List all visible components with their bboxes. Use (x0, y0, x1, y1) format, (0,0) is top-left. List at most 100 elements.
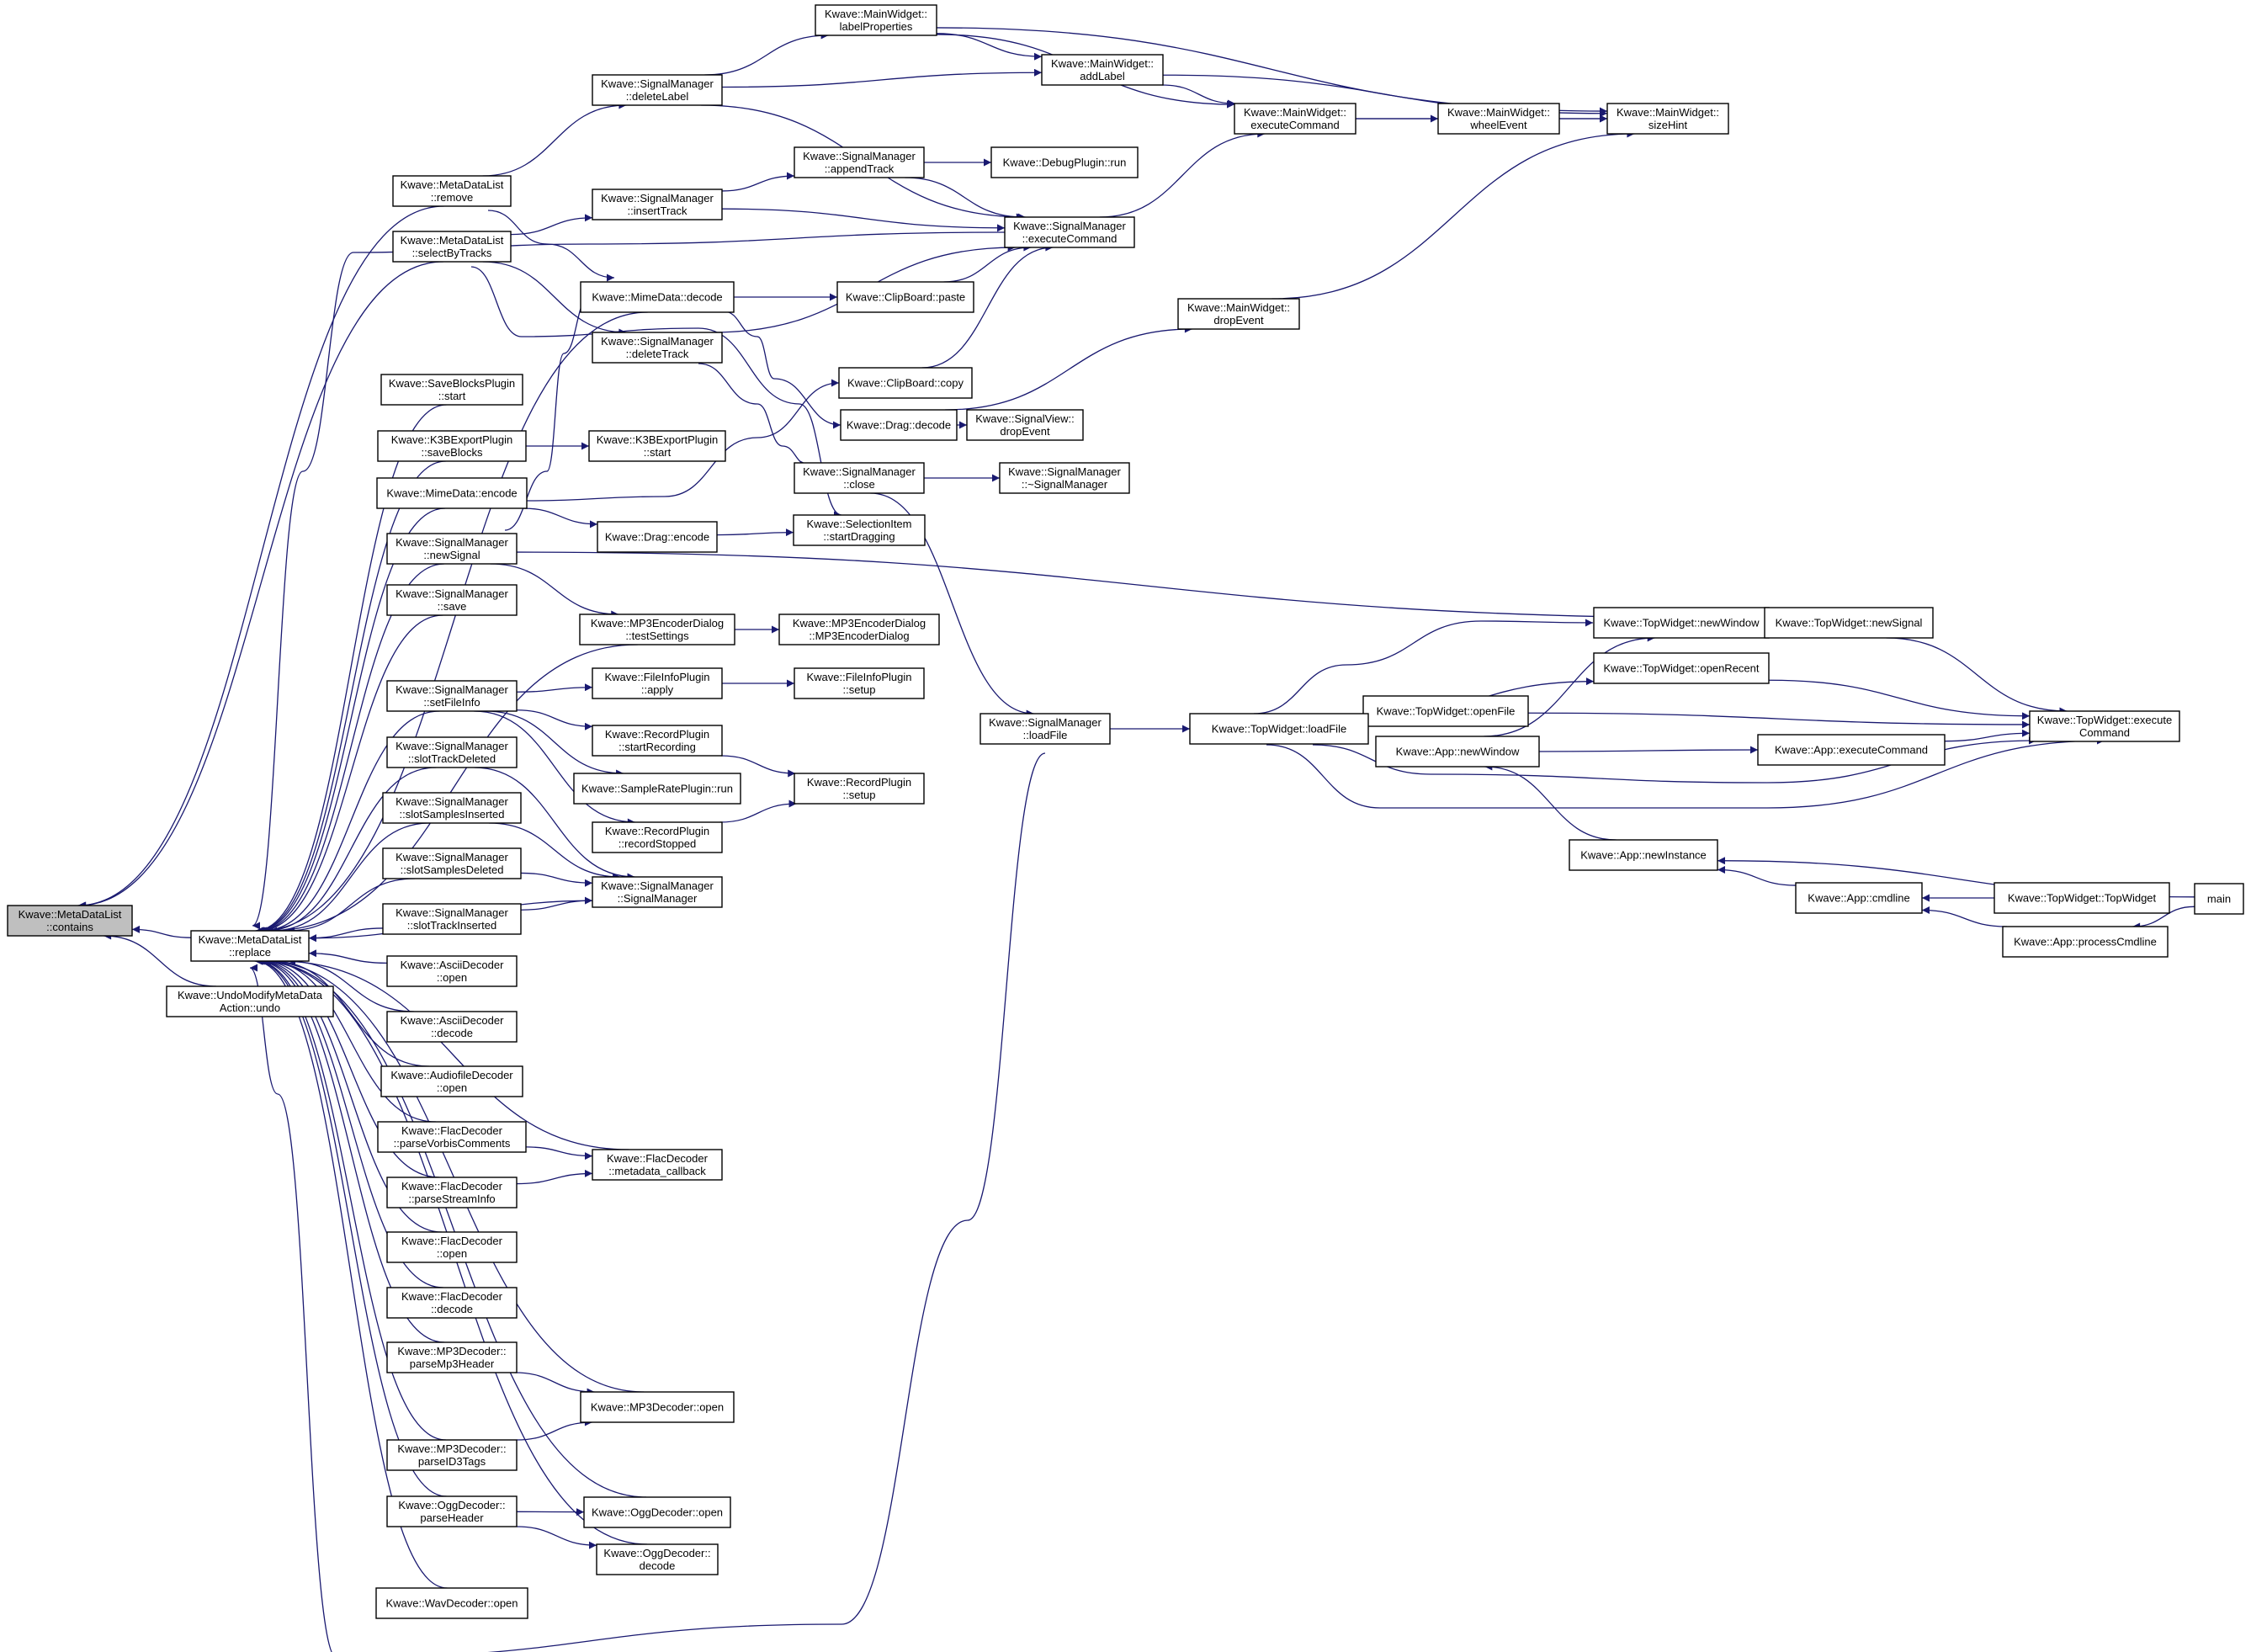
call-edge-flac_meta-to-mdl_replace (278, 957, 629, 1150)
node-sm-ctor[interactable]: Kwave::SignalManager::SignalManager (592, 876, 723, 908)
node-main[interactable]: main (2194, 883, 2244, 915)
node-clip-copy[interactable]: Kwave::ClipBoard::copy (838, 367, 973, 399)
node-sr-run[interactable]: Kwave::SampleRatePlugin::run (573, 773, 741, 805)
node-sm-deleteLabel[interactable]: Kwave::SignalManager::deleteLabel (592, 74, 723, 106)
node-drag-encode[interactable]: Kwave::Drag::encode (597, 521, 718, 553)
node-fi-apply[interactable]: Kwave::FileInfoPlugin::apply (592, 667, 723, 699)
node-mw-execCmd[interactable]: Kwave::MainWidget::executeCommand (1234, 103, 1356, 135)
node-box (592, 667, 723, 699)
node-tw-newWindow[interactable]: Kwave::TopWidget::newWindow (1593, 607, 1770, 639)
node-sm-slotSamplesInserted[interactable]: Kwave::SignalManager::slotSamplesInserte… (382, 792, 522, 824)
node-box (840, 409, 958, 441)
node-label-line: Kwave::SignalManager (989, 716, 1102, 729)
node-mw-drop[interactable]: Kwave::MainWidget::dropEvent (1177, 298, 1300, 330)
node-af-open[interactable]: Kwave::AudiofileDecoder::open (380, 1065, 523, 1097)
node-sm-save[interactable]: Kwave::SignalManager::save (386, 584, 518, 616)
node-mp3dlg-ctor[interactable]: Kwave::MP3EncoderDialog::MP3EncoderDialo… (778, 614, 940, 645)
node-clip-paste[interactable]: Kwave::ClipBoard::paste (836, 281, 974, 313)
node-sm-deleteTrack[interactable]: Kwave::SignalManager::deleteTrack (592, 332, 723, 364)
node-sm-slotTrackInserted[interactable]: Kwave::SignalManager::slotTrackInserted (382, 903, 522, 935)
node-tw-loadFile[interactable]: Kwave::TopWidget::loadFile (1189, 713, 1369, 745)
node-mw-labelProps[interactable]: Kwave::MainWidget::labelProperties (815, 4, 937, 36)
node-box (386, 1177, 518, 1208)
node-ascii-decode[interactable]: Kwave::AsciiDecoder::decode (386, 1011, 518, 1043)
node-tw-execCmd[interactable]: Kwave::TopWidget::executeCommand (2029, 710, 2180, 742)
node-sm-execCmd[interactable]: Kwave::SignalManager::executeCommand (1004, 216, 1135, 248)
node-mp3-header[interactable]: Kwave::MP3Decoder::parseMp3Header (386, 1341, 518, 1373)
node-sm-close[interactable]: Kwave::SignalManager::close (794, 462, 925, 494)
node-flac-meta[interactable]: Kwave::FlacDecoder::metadata_callback (592, 1149, 723, 1181)
node-flac-stream[interactable]: Kwave::FlacDecoder::parseStreamInfo (386, 1177, 518, 1208)
node-mdl-remove[interactable]: Kwave::MetaDataList::remove (392, 175, 512, 207)
call-edge-sm_deleteLabel-to-mw_labelProps (704, 31, 829, 76)
call-edge-tw_openFile-to-tw_execCmd (1527, 712, 2031, 729)
node-mw-wheel[interactable]: Kwave::MainWidget::wheelEvent (1437, 103, 1560, 135)
call-edge-sm_execCmd-to-mdl_replace (252, 231, 1006, 930)
node-mp3-open[interactable]: Kwave::MP3Decoder::open (580, 1391, 735, 1423)
node-box (583, 1496, 731, 1528)
node-tw-openFile[interactable]: Kwave::TopWidget::openFile (1362, 695, 1529, 727)
node-label-line: Kwave::SaveBlocksPlugin (389, 377, 515, 390)
node-fi-setup[interactable]: Kwave::FileInfoPlugin::setup (794, 667, 925, 699)
node-app-cmdline[interactable]: Kwave::App::cmdline (1795, 882, 1923, 914)
call-edge-app_newWindow-to-tw_newWindow (1484, 634, 1655, 737)
node-k3b-start[interactable]: Kwave::K3BExportPlugin::start (588, 430, 726, 462)
node-sm-newSignal[interactable]: Kwave::SignalManager::newSignal (386, 533, 518, 565)
node-ascii-open[interactable]: Kwave::AsciiDecoder::open (386, 955, 518, 987)
node-rec-stopped[interactable]: Kwave::RecordPlugin::recordStopped (592, 821, 723, 853)
node-flac-open[interactable]: Kwave::FlacDecoder::open (386, 1231, 518, 1263)
node-mdl-select[interactable]: Kwave::MetaDataList::selectByTracks (392, 231, 512, 263)
node-tw-ctor[interactable]: Kwave::TopWidget::TopWidget (1994, 882, 2170, 914)
call-edge-flac_decode-to-mdl_replace (258, 957, 443, 1288)
node-k3b-save[interactable]: Kwave::K3BExportPlugin::saveBlocks (377, 430, 527, 462)
node-box (386, 1287, 518, 1319)
node-ogg-header[interactable]: Kwave::OggDecoder::parseHeader (386, 1495, 518, 1527)
node-sm-appendTrack[interactable]: Kwave::SignalManager::appendTrack (794, 146, 925, 178)
node-contains[interactable]: Kwave::MetaDataList::contains (7, 905, 133, 937)
node-mp3dlg-test[interactable]: Kwave::MP3EncoderDialog::testSettings (579, 614, 735, 645)
node-flac-decode[interactable]: Kwave::FlacDecoder::decode (386, 1287, 518, 1319)
node-label-line: Kwave::TopWidget::loadFile (1212, 723, 1346, 736)
node-app-newWindow[interactable]: Kwave::App::newWindow (1375, 736, 1540, 768)
node-label-line: Kwave::SignalManager (1008, 465, 1121, 478)
node-sel-drag[interactable]: Kwave::SelectionItem::startDragging (793, 514, 926, 546)
node-flac-vorbis[interactable]: Kwave::FlacDecoder::parseVorbisComments (377, 1121, 527, 1153)
node-mime-encode[interactable]: Kwave::MimeData::encode (376, 477, 528, 509)
node-drag-decode[interactable]: Kwave::Drag::decode (840, 409, 958, 441)
node-label-line: Kwave::SignalManager (601, 879, 714, 892)
node-label-line: ::SignalManager (618, 892, 698, 905)
node-sv-drop[interactable]: Kwave::SignalView::dropEvent (966, 409, 1084, 441)
node-mw-addLabel[interactable]: Kwave::MainWidget::addLabel (1041, 54, 1164, 86)
node-tw-newSignal[interactable]: Kwave::TopWidget::newSignal (1764, 607, 1934, 639)
node-box (1569, 839, 1718, 871)
call-edge-sm_deleteLabel-to-mw_addLabel (721, 68, 1043, 88)
node-sm-setFileInfo[interactable]: Kwave::SignalManager::setFileInfo (386, 680, 518, 712)
node-app-execCmd[interactable]: Kwave::App::executeCommand (1757, 734, 1946, 766)
node-rec-setup[interactable]: Kwave::RecordPlugin::setup (794, 773, 925, 805)
node-app-processCmd[interactable]: Kwave::App::processCmdline (2002, 926, 2169, 958)
node-sm-slotTrackDeleted[interactable]: Kwave::SignalManager::slotTrackDeleted (386, 736, 518, 768)
node-label-line: Kwave::MainWidget:: (1244, 106, 1346, 119)
node-sbp-start[interactable]: Kwave::SaveBlocksPlugin::start (380, 374, 523, 406)
node-debug-run[interactable]: Kwave::DebugPlugin::run (990, 146, 1139, 178)
node-box (592, 725, 723, 757)
node-sm-loadFile[interactable]: Kwave::SignalManager::loadFile (980, 713, 1111, 745)
node-sm-dtor[interactable]: Kwave::SignalManager::~SignalManager (999, 462, 1130, 494)
node-rec-start[interactable]: Kwave::RecordPlugin::startRecording (592, 725, 723, 757)
node-label-line: executeCommand (1250, 119, 1340, 131)
node-mw-sizeHint[interactable]: Kwave::MainWidget::sizeHint (1606, 103, 1729, 135)
node-sm-slotSamplesDeleted[interactable]: Kwave::SignalManager::slotSamplesDeleted (382, 847, 522, 879)
node-ogg-open[interactable]: Kwave::OggDecoder::open (583, 1496, 731, 1528)
node-sm-insertTrack[interactable]: Kwave::SignalManager::insertTrack (592, 189, 723, 220)
node-app-newInstance[interactable]: Kwave::App::newInstance (1569, 839, 1718, 871)
node-mdl-replace[interactable]: Kwave::MetaDataList::replace (190, 930, 310, 962)
node-label-line: ::testSettings (625, 629, 689, 642)
node-mime-decode[interactable]: Kwave::MimeData::decode (580, 281, 735, 313)
node-ogg-decode[interactable]: Kwave::OggDecoder::decode (596, 1543, 719, 1575)
node-box (1593, 652, 1770, 684)
node-mp3-id3[interactable]: Kwave::MP3Decoder::parseID3Tags (386, 1439, 518, 1471)
node-label-line: Kwave::SignalManager (396, 906, 508, 919)
node-tw-openRecent[interactable]: Kwave::TopWidget::openRecent (1593, 652, 1770, 684)
node-wav-open[interactable]: Kwave::WavDecoder::open (375, 1587, 528, 1619)
